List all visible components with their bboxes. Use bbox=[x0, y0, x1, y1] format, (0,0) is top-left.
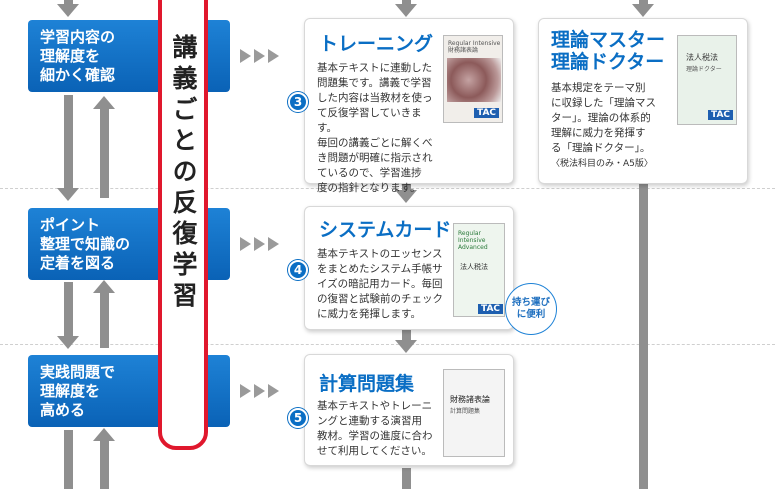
card-title: トレーニング bbox=[319, 33, 434, 55]
card-description: 基本テキストに連動した 問題集です。講義で学習 した内容は当教材を使っ て反復学… bbox=[317, 62, 433, 194]
tac-logo: TAC bbox=[478, 304, 504, 314]
repetition-frame: 講義ごとの反復学習 bbox=[158, 0, 208, 450]
book-cover-subtitle: 理論ドクター bbox=[686, 66, 722, 73]
book-cover-text: Regular Intensive Advanced bbox=[458, 230, 488, 251]
flow-line bbox=[64, 430, 73, 489]
card-description: 基本規定をテーマ別 に収録した「理論マス ター」。理論の体系的 理解に威力を発揮… bbox=[551, 82, 656, 154]
flow-line bbox=[64, 0, 73, 6]
flow-line bbox=[100, 292, 109, 348]
arrow-down-icon bbox=[57, 336, 79, 349]
number-badge-5: 5 bbox=[288, 408, 308, 428]
card-system-card: システムカード 基本テキストのエッセンス をまとめたシステム手帳サ イズの暗記用… bbox=[304, 206, 514, 330]
card-title: 理論マスター 理論ドクター bbox=[551, 29, 666, 73]
book-cover-image: 財務諸表論 計算問題集 bbox=[443, 369, 505, 457]
card-description: 基本テキストのエッセンス をまとめたシステム手帳サ イズの暗記用カード。毎回 の… bbox=[317, 248, 443, 320]
card-calc: 計算問題集 基本テキストやトレーニ ングと連動する演習用 教材。学習の進度に合わ… bbox=[304, 354, 514, 466]
number-badge-4: 4 bbox=[288, 260, 308, 280]
flow-line bbox=[100, 108, 109, 198]
flow-line bbox=[402, 468, 411, 489]
arrow-down-icon bbox=[57, 4, 79, 17]
flow-line bbox=[402, 330, 411, 342]
flow-line bbox=[402, 0, 411, 6]
triple-arrow-icon bbox=[240, 384, 279, 398]
flow-line bbox=[402, 184, 411, 192]
book-cover-title: 財務諸表論 bbox=[450, 395, 490, 404]
repetition-label: 講義ごとの反復学習 bbox=[169, 34, 198, 313]
arrow-down-icon bbox=[395, 190, 417, 203]
flow-line bbox=[639, 0, 648, 6]
section-divider bbox=[0, 188, 775, 189]
triple-arrow-icon bbox=[240, 49, 279, 63]
card-title: 計算問題集 bbox=[319, 373, 415, 395]
arrow-down-icon bbox=[395, 340, 417, 353]
card-title: システムカード bbox=[319, 219, 452, 241]
arrow-up-icon bbox=[93, 96, 115, 109]
step-label: 学習内容の 理解度を 細かく確認 bbox=[40, 27, 116, 84]
book-cover-title: 法人税法 bbox=[686, 53, 718, 62]
flow-line bbox=[64, 282, 73, 338]
arrow-up-icon bbox=[93, 428, 115, 441]
book-cover-image: Regular Intensive 財務諸表論 トレーニング TAC bbox=[443, 35, 503, 123]
flow-line bbox=[639, 182, 648, 489]
card-note: 〈税法科目のみ・A5版〉 bbox=[551, 159, 653, 169]
book-cover-art bbox=[447, 58, 501, 102]
card-training: トレーニング 基本テキストに連動した 問題集です。講義で学習 した内容は当教材を… bbox=[304, 18, 514, 194]
tac-logo: TAC bbox=[474, 108, 500, 118]
number-badge-3: 3 bbox=[288, 92, 308, 112]
flow-line bbox=[100, 440, 109, 489]
section-divider bbox=[0, 344, 775, 345]
triple-arrow-icon bbox=[240, 237, 279, 251]
book-cover-image: 法人税法 理論ドクター TAC bbox=[677, 35, 737, 125]
card-description: 基本テキストやトレーニ ングと連動する演習用 教材。学習の進度に合わ せて利用し… bbox=[317, 400, 433, 457]
step-label: 実践問題で 理解度を 高める bbox=[40, 362, 116, 419]
flow-line bbox=[64, 95, 73, 190]
card-theory: 理論マスター 理論ドクター 基本規定をテーマ別 に収録した「理論マス ター」。理… bbox=[538, 18, 748, 184]
arrow-down-icon bbox=[395, 4, 417, 17]
arrow-down-icon bbox=[632, 4, 654, 17]
book-cover-title: 法人税法 bbox=[460, 263, 488, 271]
portable-badge: 持ち運び に便利 bbox=[505, 283, 557, 335]
tac-logo: TAC bbox=[708, 110, 734, 120]
book-cover-image: Regular Intensive Advanced 法人税法 TAC bbox=[453, 223, 505, 317]
step-label: ポイント 整理で知識の 定着を図る bbox=[40, 215, 131, 272]
arrow-up-icon bbox=[93, 280, 115, 293]
book-cover-subtitle: 計算問題集 bbox=[450, 408, 481, 415]
arrow-down-icon bbox=[57, 188, 79, 201]
